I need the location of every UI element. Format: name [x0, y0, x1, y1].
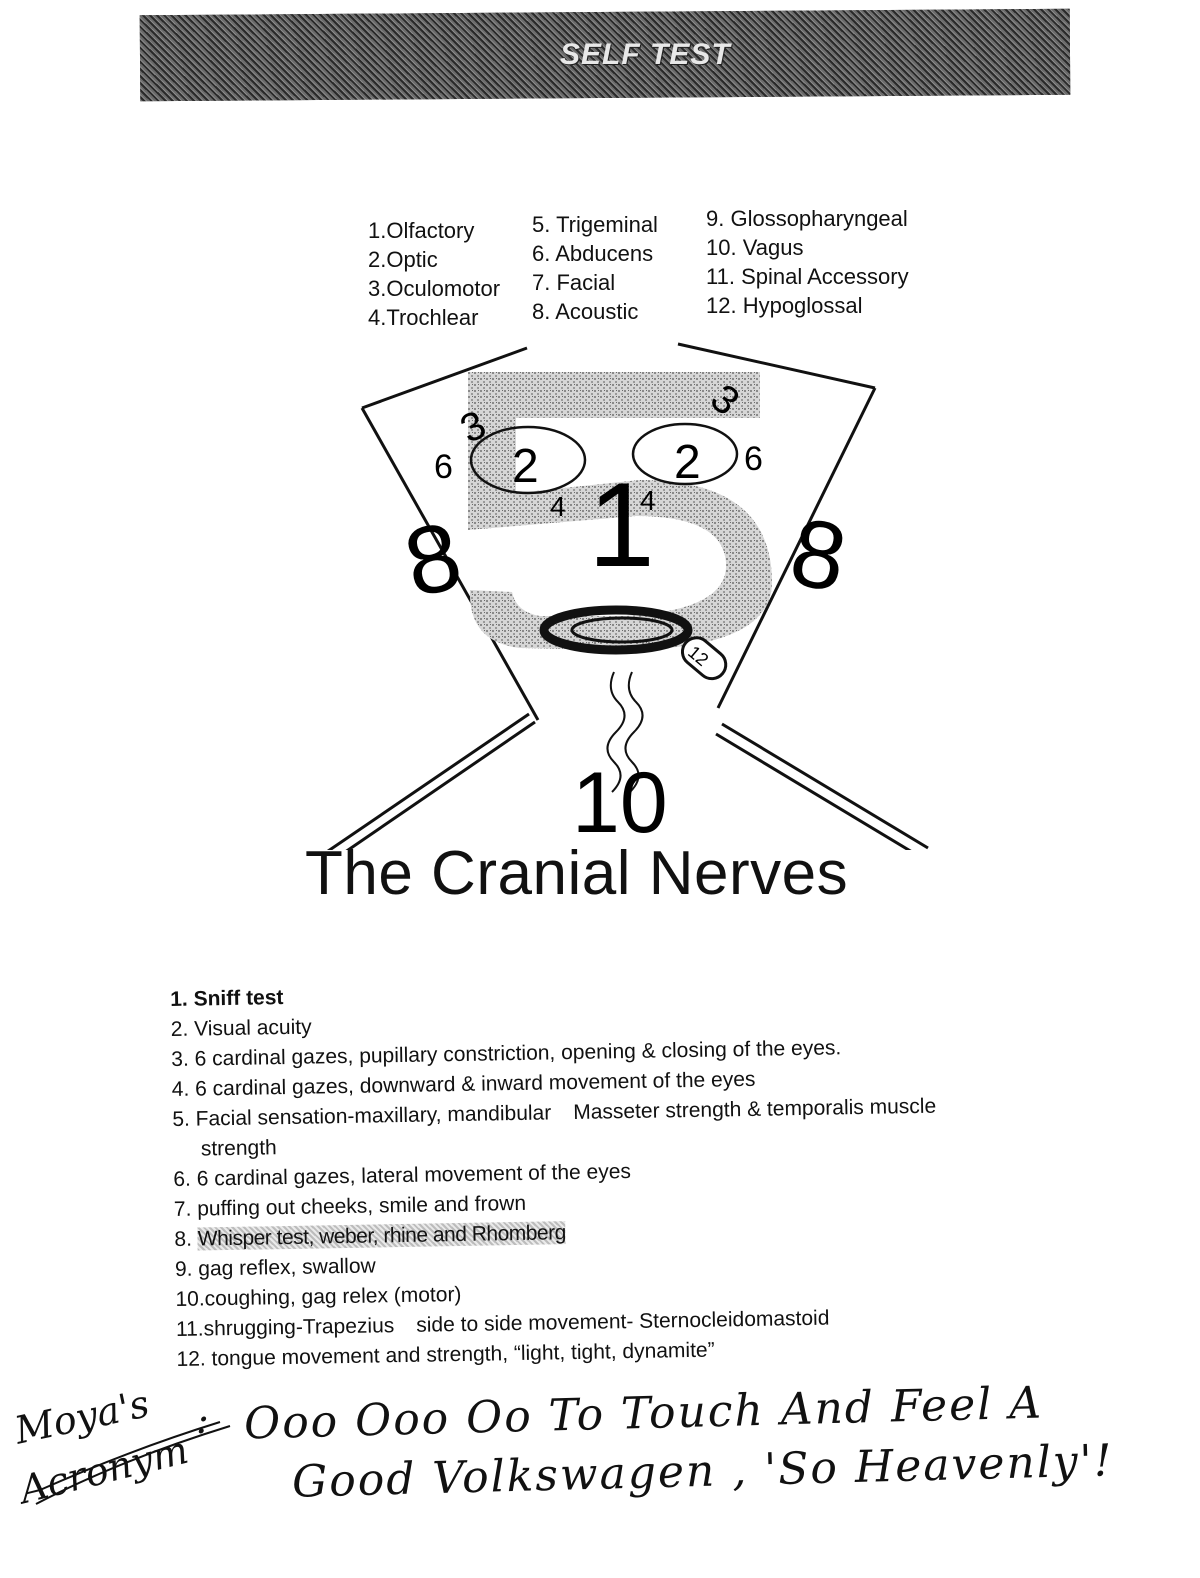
label-6-left: 6: [434, 448, 453, 486]
handwritten-mnemonic-line-2: Good Volkswagen , 'So Heavenly'!: [291, 1435, 1115, 1508]
tongue: 12: [680, 636, 728, 681]
label-2-left: 2: [512, 440, 539, 493]
list-item-text: 11.shrugging-Trapezius: [175, 1314, 395, 1341]
nerve-item: 6. Abducens: [532, 241, 654, 266]
list-item-text: 5. Facial sensation-maxillary, mandibula…: [172, 1101, 552, 1131]
nerve-item: 9. Glossopharyngeal: [706, 206, 908, 231]
throat-vagus-path: [606, 671, 626, 793]
nerve-item: 3.Oculomotor: [368, 276, 501, 301]
head-outline: [326, 342, 929, 850]
handwritten-colon: :: [196, 1398, 209, 1442]
label-6-right: 6: [744, 440, 763, 478]
nerve-item: 4.Trochlear: [368, 305, 479, 330]
label-10: 10: [572, 755, 668, 850]
handwritten-mnemonic-line-1: Ooo Ooo Oo To Touch And Feel A: [243, 1377, 1044, 1450]
nerve-item: 12. Hypoglossal: [706, 293, 863, 318]
header-title: SELF TEST: [560, 38, 731, 71]
label-1-nose: 1: [588, 458, 655, 592]
nerve-test-list: 1. Sniff test 2. Visual acuity 3. 6 card…: [170, 969, 1077, 1375]
cranial-nerve-face-diagram: 3 3 2 2 4 4 6 6 1 8 8 12 10: [326, 342, 929, 850]
label-4-left: 4: [550, 491, 566, 522]
highlighted-text: Whisper test, weber, rhine and Rhomberg: [197, 1221, 566, 1251]
nerve-item: 10. Vagus: [706, 235, 804, 260]
nerve-item: 11. Spinal Accessory: [706, 264, 909, 289]
list-item-text: side to side movement- Sternocleidomasto…: [416, 1306, 830, 1337]
nerve-item: 7. Facial: [532, 270, 616, 295]
nerve-item: 8. Acoustic: [532, 299, 639, 324]
label-2-right: 2: [674, 436, 701, 489]
nerve-list-col-2: 5. Trigeminal 6. Abducens 7. Facial 8. A…: [532, 210, 658, 326]
label-8-left: 8: [396, 502, 470, 618]
list-item-number: 8.: [174, 1227, 193, 1251]
label-8-right: 8: [783, 498, 854, 613]
label-4-right: 4: [640, 485, 656, 516]
handwritten-underline: [35, 1421, 231, 1505]
nerve-item: 2.Optic: [368, 247, 438, 272]
nerve-list-col-3: 9. Glossopharyngeal 10. Vagus 11. Spinal…: [706, 204, 909, 320]
nerve-item: 5. Trigeminal: [532, 212, 658, 237]
eye-left: [469, 425, 587, 495]
mouth: [539, 605, 693, 655]
nerve-item: 1.Olfactory: [368, 218, 475, 243]
trigeminal-5-shape: [468, 372, 773, 650]
eye-right: [631, 422, 739, 486]
page-title: The Cranial Nerves: [305, 839, 849, 908]
nerve-list-col-1: 1.Olfactory 2.Optic 3.Oculomotor 4.Troch…: [368, 216, 500, 332]
list-item-text: Masseter strength & temporalis muscle: [573, 1094, 937, 1124]
